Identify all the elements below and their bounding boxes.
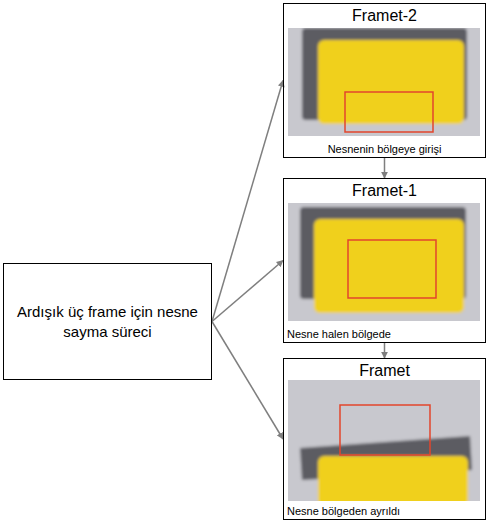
- frame-caption: Nesne bölgeden ayrıldı: [284, 505, 485, 519]
- frame-caption: Nesne halen bölgede: [284, 328, 485, 342]
- frame-box: Framet-2Nesnenin bölgeye girişi: [283, 3, 486, 158]
- flow-arrow: [212, 261, 283, 322]
- frame-title: Framet-2: [284, 4, 485, 25]
- flow-arrow: [384, 158, 386, 178]
- frame-caption: Nesnenin bölgeye girişi: [284, 143, 485, 157]
- frame-box: FrametNesne bölgeden ayrıldı: [283, 358, 486, 520]
- box-label: Ardışık üç frame için nesne sayma süreci: [14, 302, 201, 341]
- photo-3: [288, 380, 480, 501]
- flow-arrow: [212, 322, 283, 440]
- photo-1: [288, 28, 480, 136]
- flow-arrow: [384, 343, 386, 358]
- frame-title: Framet: [284, 359, 485, 380]
- frame-title: Framet-1: [284, 179, 485, 200]
- photo-2: [288, 203, 480, 321]
- flow-arrow: [212, 81, 283, 322]
- process-box: Ardışık üç frame için nesne sayma süreci: [3, 263, 212, 380]
- frame-box: Framet-1Nesne halen bölgede: [283, 178, 486, 343]
